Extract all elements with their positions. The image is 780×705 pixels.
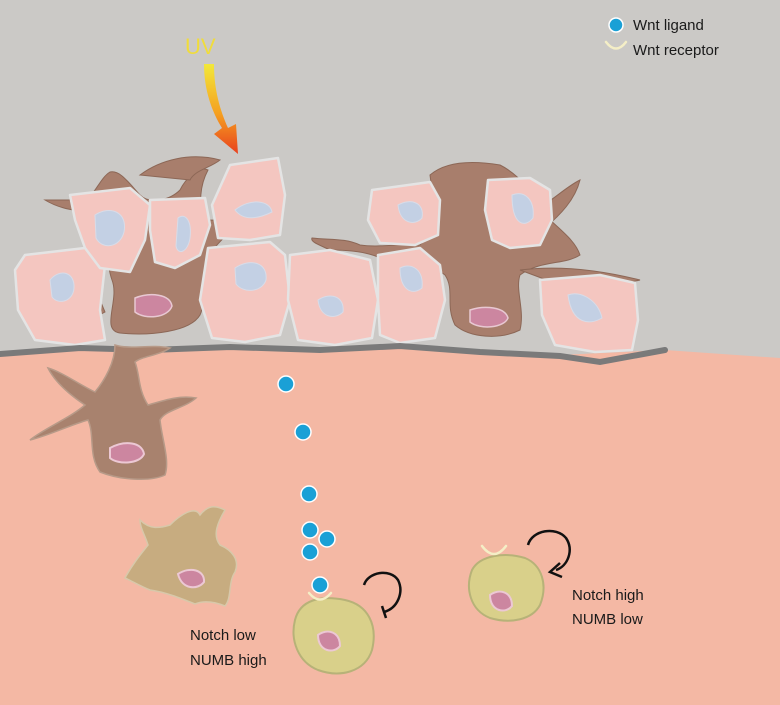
melanocyte-nuclei <box>134 293 509 328</box>
melanocyte-precursor <box>123 505 238 607</box>
left-cell-inhibition-arrow <box>362 571 402 619</box>
right-cell-label-line2: NUMB low <box>572 611 643 628</box>
wnt-ligand-dot <box>277 375 295 393</box>
legend-receptor-label: Wnt receptor <box>633 42 719 59</box>
legend-receptor-icon <box>604 40 628 50</box>
keratinocyte-nuclei <box>49 193 603 323</box>
wnt-ligand-dot <box>301 521 319 539</box>
wnt-receptor-cup <box>480 544 508 556</box>
right-cell-self-renewal-arrow <box>526 529 571 579</box>
uv-label: UV <box>185 34 216 59</box>
left-cell-label-line1: Notch low <box>190 627 256 644</box>
wnt-ligand-dot <box>311 576 329 594</box>
legend: Wnt ligand Wnt receptor <box>604 17 719 59</box>
uv-arrow <box>204 64 238 154</box>
wnt-receptor-cup <box>307 591 333 601</box>
wnt-ligand-dot <box>300 485 318 503</box>
dermis <box>0 347 780 705</box>
legend-ligand-icon <box>608 17 624 33</box>
wnt-ligands <box>277 375 336 594</box>
right-cell-label-line1: Notch high <box>572 587 644 604</box>
dermal-melanocyte <box>29 343 198 481</box>
left-cell-label-line2: NUMB high <box>190 652 267 669</box>
wnt-ligand-dot <box>301 543 319 561</box>
legend-ligand-label: Wnt ligand <box>633 17 704 34</box>
stem-cell-right <box>468 544 545 622</box>
wnt-ligand-dot <box>318 530 336 548</box>
wnt-ligand-dot <box>294 423 312 441</box>
stem-cell-left <box>292 591 375 675</box>
